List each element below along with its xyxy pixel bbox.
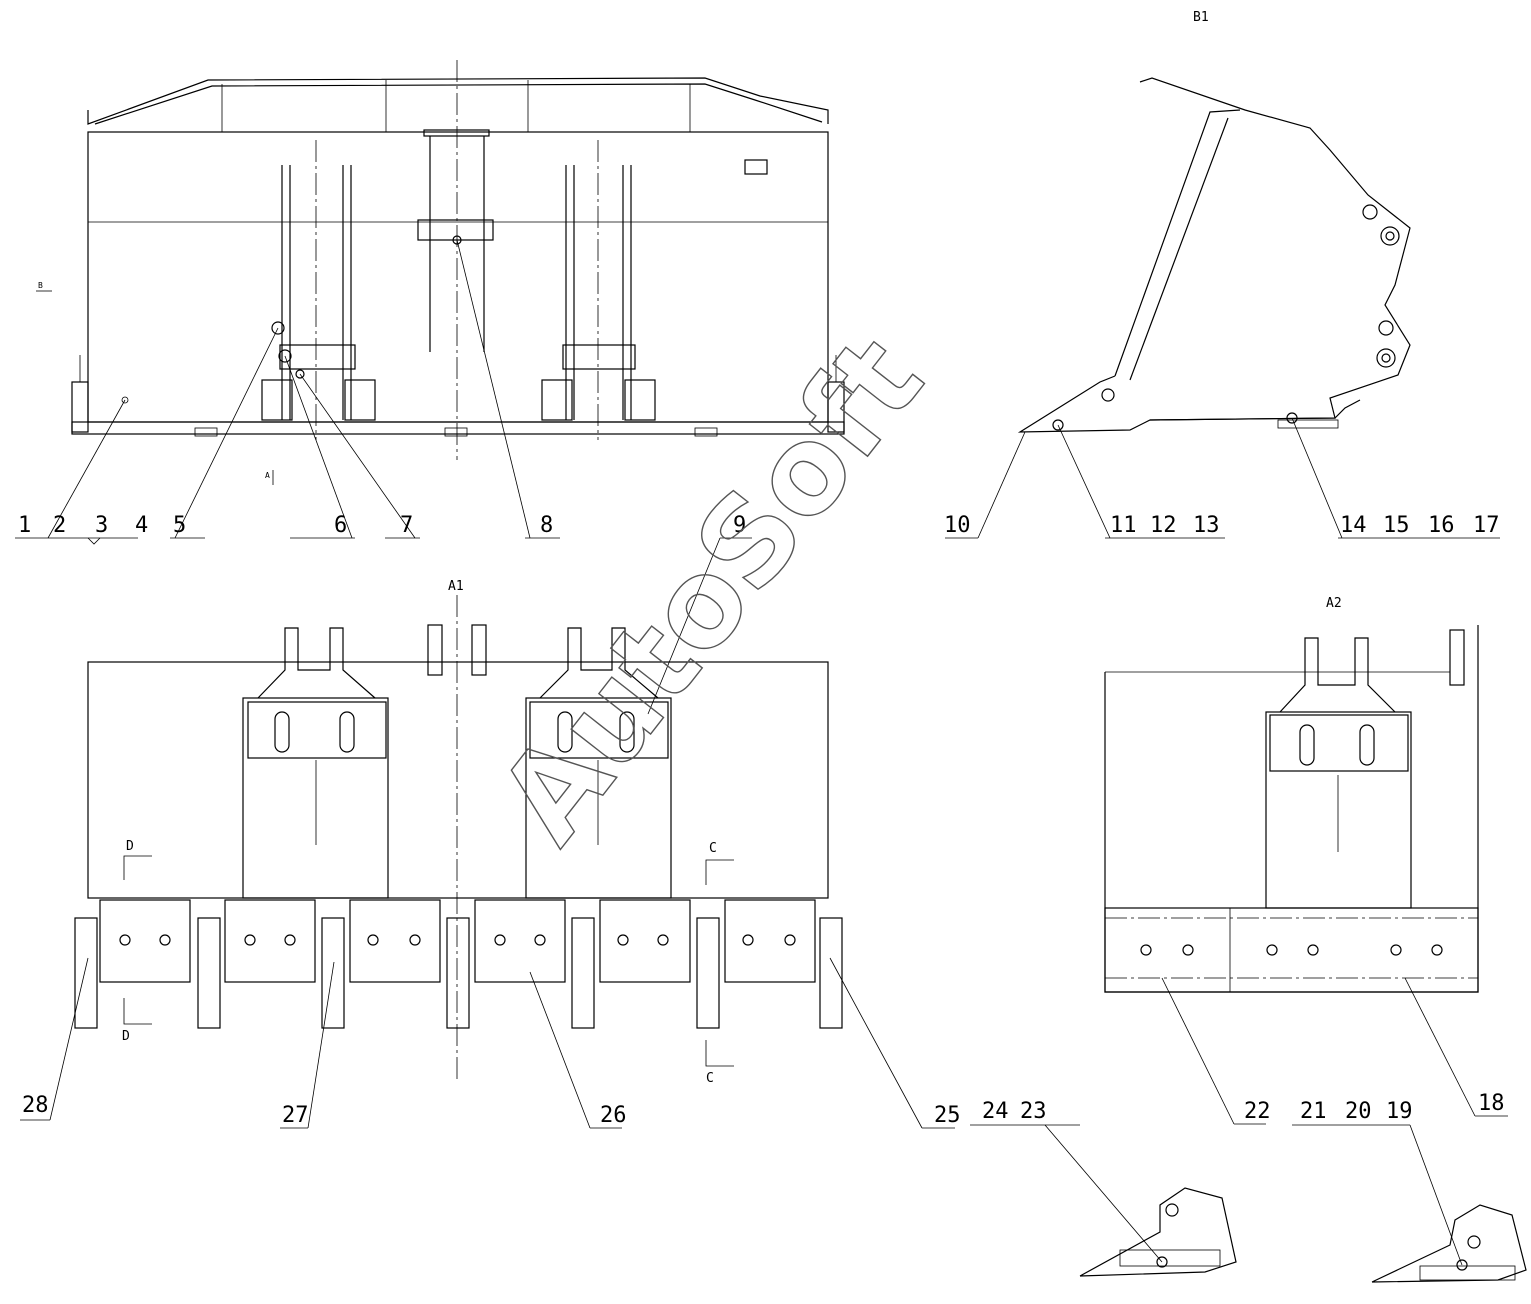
- part-label-28: 28: [22, 1093, 49, 1118]
- view-title-b1: B1: [1193, 10, 1209, 25]
- part-label-4: 4: [135, 513, 148, 538]
- view-title-a2: A2: [1326, 596, 1342, 611]
- part-label-20: 20: [1345, 1099, 1372, 1124]
- view-mark-b: B: [38, 281, 43, 290]
- watermark-text: AutoSoft: [473, 312, 950, 868]
- part-label-15: 15: [1383, 513, 1410, 538]
- part-label-8: 8: [540, 513, 553, 538]
- part-label-27: 27: [282, 1103, 309, 1128]
- section-mark-d-bottom: D: [122, 1029, 130, 1044]
- section-mark-c-bottom: C: [706, 1071, 714, 1086]
- part-label-7: 7: [400, 513, 413, 538]
- part-label-2: 2: [53, 513, 66, 538]
- part-label-10: 10: [944, 513, 971, 538]
- part-label-3: 3: [95, 513, 108, 538]
- part-label-5: 5: [173, 513, 186, 538]
- part-label-21: 21: [1300, 1099, 1327, 1124]
- part-label-12: 12: [1150, 513, 1177, 538]
- leader-lines: [15, 239, 1508, 1266]
- section-detail-right: [1371, 1204, 1527, 1283]
- side-view-b1: [1017, 77, 1411, 433]
- section-detail-left: [1079, 1187, 1237, 1277]
- section-mark-d-top: D: [126, 839, 134, 854]
- part-label-22: 22: [1244, 1099, 1271, 1124]
- view-a2: [1104, 625, 1479, 993]
- part-label-13: 13: [1193, 513, 1220, 538]
- part-label-18: 18: [1478, 1091, 1505, 1116]
- part-label-19: 19: [1386, 1099, 1413, 1124]
- part-label-24: 24: [982, 1099, 1009, 1124]
- view-mark-a: A: [265, 471, 270, 480]
- part-label-6: 6: [334, 513, 347, 538]
- part-label-23: 23: [1020, 1099, 1047, 1124]
- part-label-25: 25: [934, 1103, 961, 1128]
- part-label-17: 17: [1473, 513, 1500, 538]
- part-label-9: 9: [733, 513, 746, 538]
- part-number-labels: 1 2 3 4 5 6 7 8 9 10 11 12 13 14 15 16 1…: [18, 513, 1505, 1128]
- view-title-a1: A1: [448, 579, 464, 594]
- top-view-a1: D D C C: [74, 595, 843, 1086]
- part-label-11: 11: [1110, 513, 1137, 538]
- front-view: B A: [36, 60, 845, 485]
- section-mark-c-top: C: [709, 841, 717, 856]
- part-label-26: 26: [600, 1103, 627, 1128]
- part-label-14: 14: [1340, 513, 1367, 538]
- part-label-16: 16: [1428, 513, 1455, 538]
- part-label-1: 1: [18, 513, 31, 538]
